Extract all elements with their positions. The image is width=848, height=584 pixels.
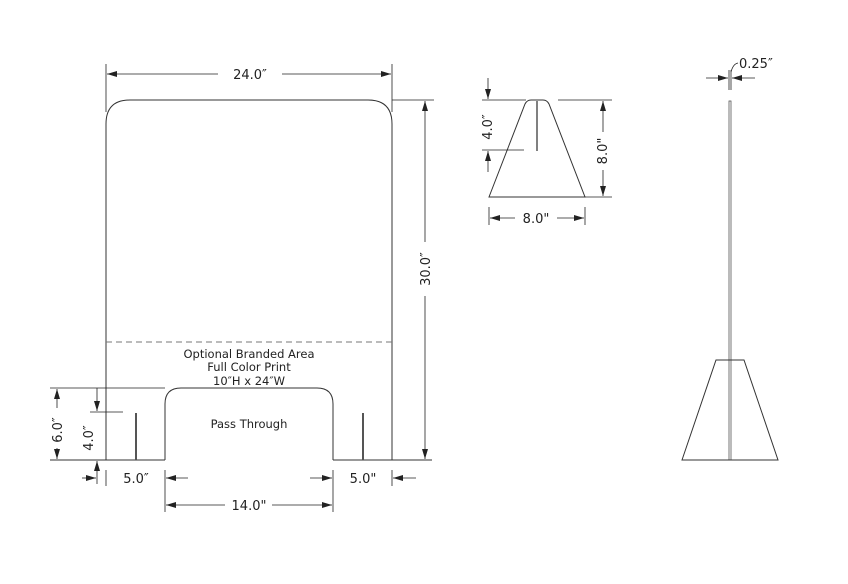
right-margin-label: 5.0" — [350, 472, 377, 487]
foot-width-label: 8.0" — [523, 212, 550, 227]
pass-through-opening — [164, 387, 334, 460]
branded-area-line-3: 10″H x 24″W — [213, 374, 285, 388]
opening-height-dimension — [50, 387, 165, 459]
thickness-dimension — [706, 62, 755, 90]
pass-through-label: Pass Through — [211, 417, 288, 431]
opening-width-label: 14.0" — [232, 499, 267, 514]
right-margin-dimension — [391, 470, 416, 486]
branded-area-line-1: Optional Branded Area — [183, 347, 314, 361]
foot-width-dimension — [488, 207, 586, 225]
left-margin-label: 5.0″ — [123, 472, 149, 487]
width-label: 24.0″ — [233, 68, 267, 83]
foot-height-dimension — [558, 99, 612, 198]
side-foot-outline — [681, 359, 779, 461]
thickness-label: 0.25″ — [739, 57, 773, 72]
branded-area-line-2: Full Color Print — [207, 360, 291, 374]
foot-slot-dimension — [482, 78, 526, 172]
foot-outline — [488, 99, 586, 198]
left-margin-dimension — [82, 470, 107, 486]
foot-height-label: 8.0" — [596, 138, 611, 165]
width-dimension — [105, 64, 393, 112]
slot-height-label: 4.0″ — [82, 425, 97, 451]
foot-slot-label: 4.0″ — [481, 114, 496, 140]
side-panel — [728, 100, 732, 461]
opening-width-dimension — [164, 470, 334, 512]
slot-height-dimension — [90, 388, 123, 484]
main-panel — [50, 99, 432, 461]
panel-outline — [105, 99, 393, 460]
height-dimension — [392, 99, 434, 459]
height-label: 30.0″ — [419, 252, 434, 286]
opening-height-label: 6.0″ — [51, 417, 66, 443]
